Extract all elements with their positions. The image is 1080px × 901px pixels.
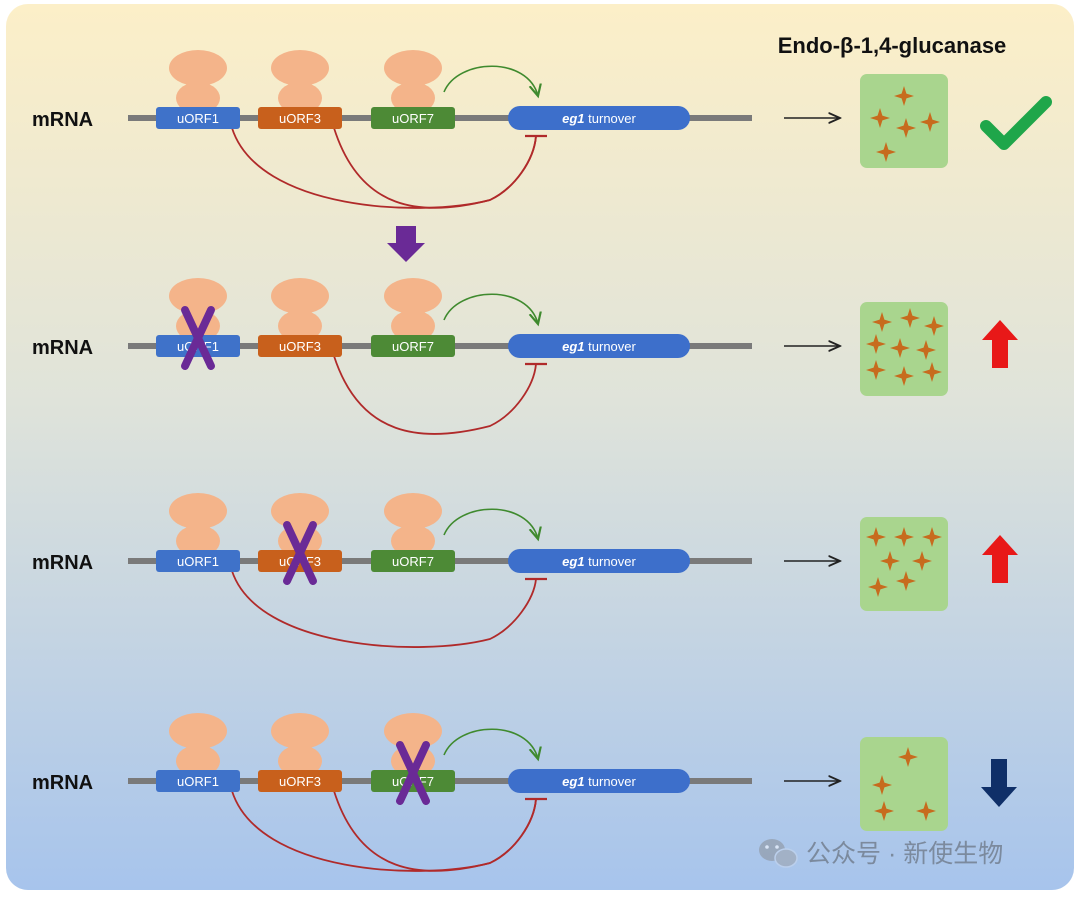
orf-label: uORF7 [392,111,434,126]
repression-arc [333,790,537,872]
enzyme-box [860,517,948,611]
wechat-icon [759,839,798,868]
ribosome [384,493,442,557]
ribosome [271,713,329,777]
enzyme-star [894,86,914,106]
repression-arc [333,127,537,209]
watermark: 公众号 · 新使生物 [759,839,1003,868]
ribosome [384,50,442,114]
up-arrow-icon [982,320,1018,368]
ribosome [169,493,227,557]
enzyme-star [874,801,894,821]
watermark-text: 公众号 · 新使生物 [806,840,1003,868]
enzyme-star [866,360,886,380]
orf-label: uORF3 [279,774,321,789]
orf-box-uorf3: uORF3 [258,335,342,357]
enzyme-star [924,316,944,336]
mrna-label: mRNA [32,552,93,574]
enzyme-star [900,308,920,328]
eg1-orf-box: eg1 turnover [508,769,690,793]
enzyme-star [872,775,892,795]
enzyme-star [916,801,936,821]
enzyme-star [912,551,932,571]
enzyme-star [866,527,886,547]
enzyme-star [916,340,936,360]
enzyme-box [860,737,948,831]
enzyme-star [898,747,918,767]
enzyme-box [860,74,948,168]
enzyme-star [866,334,886,354]
eg1-label: eg1 turnover [562,774,636,789]
repression-arc [333,355,537,435]
activation-arrow [443,65,538,96]
activation-arrow [443,508,538,539]
eg1-orf-box: eg1 turnover [508,334,690,358]
orf-label: uORF1 [177,111,219,126]
check-icon [980,96,1052,150]
knockout-cross [396,741,430,805]
orf-box-uorf7: uORF7 [371,335,455,357]
eg1-orf-box: eg1 turnover [508,106,690,130]
flow-down-arrow [387,226,425,262]
enzyme-star [894,527,914,547]
knockout-cross [283,521,317,585]
orf-box-uorf7: uORF7 [371,550,455,572]
ribosome [271,50,329,114]
down-arrow-icon [981,759,1017,807]
mrna-row: mRNA uORF1 uORF3 uORF7 eg1 turnover [32,50,1052,209]
orf-box-uorf1: uORF1 [156,550,240,572]
activation-arrow [443,293,538,324]
mrna-label: mRNA [32,337,93,359]
figure-title: Endo-β-1,4-glucanase [778,33,1007,58]
enzyme-star [894,366,914,386]
enzyme-star [872,312,892,332]
enzyme-star [870,108,890,128]
up-arrow-icon [982,535,1018,583]
orf-box-uorf1: uORF1 [156,770,240,792]
enzyme-star [920,112,940,132]
orf-label: uORF3 [279,111,321,126]
orf-label: uORF3 [279,339,321,354]
background-panel [6,4,1074,890]
enzyme-star [890,338,910,358]
orf-box-uorf1: uORF1 [156,107,240,129]
enzyme-star [880,551,900,571]
mrna-label: mRNA [32,772,93,794]
orf-label: uORF1 [177,774,219,789]
orf-box-uorf3: uORF3 [258,107,342,129]
enzyme-star [896,118,916,138]
orf-box-uorf7: uORF7 [371,107,455,129]
ribosome [384,278,442,342]
enzyme-star [896,571,916,591]
orf-label: uORF1 [177,554,219,569]
ribosome [271,278,329,342]
enzyme-star [868,577,888,597]
orf-label: uORF7 [392,554,434,569]
orf-label: uORF7 [392,339,434,354]
enzyme-star [922,362,942,382]
mrna-label: mRNA [32,109,93,131]
repression-arc [231,570,537,648]
activation-arrow [443,728,538,759]
ribosome [169,50,227,114]
enzyme-star [876,142,896,162]
knockout-cross [181,306,215,370]
eg1-orf-box: eg1 turnover [508,549,690,573]
eg1-label: eg1 turnover [562,111,636,126]
enzyme-box [860,302,948,396]
eg1-label: eg1 turnover [562,339,636,354]
ribosome [169,713,227,777]
rows-container: mRNA uORF1 uORF3 uORF7 eg1 turnover mRNA uORF1… [32,50,1052,872]
orf-box-uorf3: uORF3 [258,770,342,792]
enzyme-star [922,527,942,547]
eg1-label: eg1 turnover [562,554,636,569]
